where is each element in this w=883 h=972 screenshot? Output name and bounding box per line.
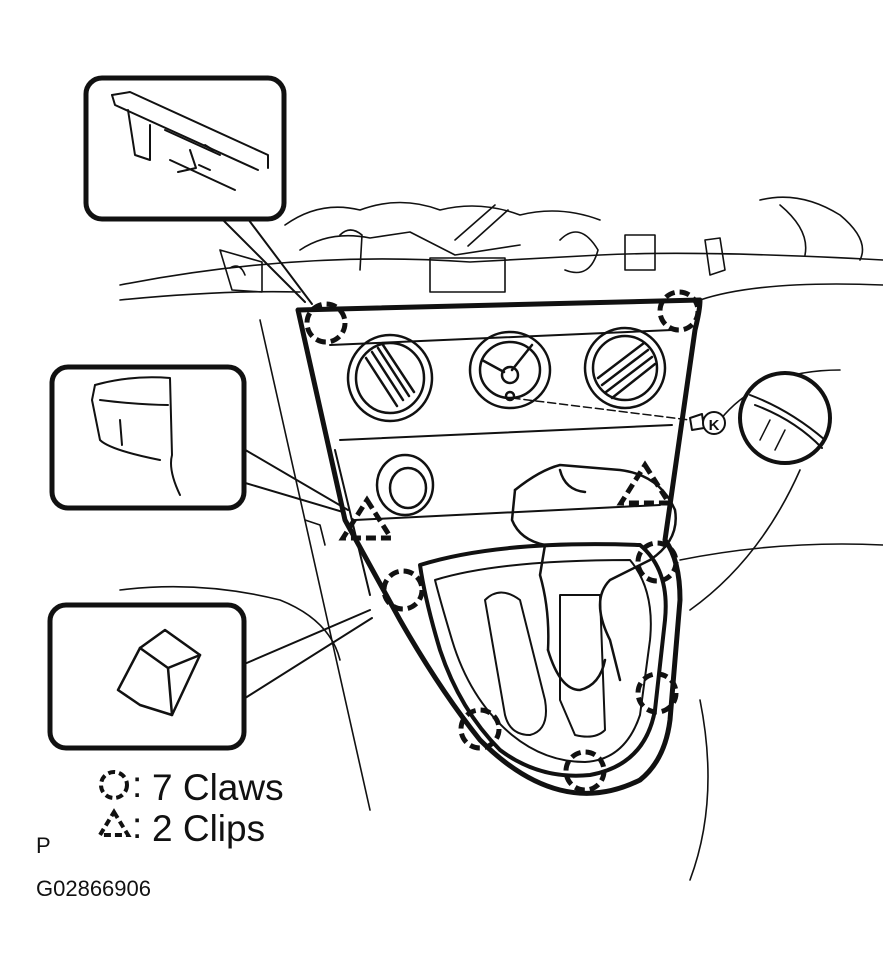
legend-clips-label: 2 Clips [152, 808, 265, 849]
screw-k-label: K [709, 417, 720, 434]
detail-inset-bottom [47, 602, 373, 751]
clip-marker [616, 460, 674, 506]
detail-inset-top [83, 75, 313, 305]
clip-legend-icon [96, 808, 132, 837]
claw-marker [563, 749, 607, 793]
claw-marker [304, 301, 348, 345]
claw-marker [458, 707, 502, 751]
heater-dial-center [468, 330, 552, 410]
rear-defogger-switch [375, 453, 435, 517]
detail-magnifier-circle [738, 371, 832, 465]
claw-marker [381, 568, 425, 612]
heater-dial-left [346, 333, 434, 423]
shift-lever-with-hand [510, 463, 677, 692]
detail-inset-middle [49, 364, 349, 513]
claw-legend-icon [99, 770, 129, 800]
legend: : 7 Claws : 2 Clips [96, 764, 284, 849]
figure-id: G02866906 [36, 876, 151, 901]
claw-marker [635, 540, 679, 584]
clip-markers [338, 460, 674, 541]
heater-dial-right [583, 326, 667, 410]
screw-k-icon [702, 411, 726, 435]
view-letter: P [36, 833, 51, 858]
center-cluster-panel [295, 297, 703, 796]
legend-claws-label: 7 Claws [152, 767, 284, 808]
claw-marker [657, 289, 701, 333]
clip-marker [338, 495, 396, 541]
claw-marker [635, 671, 679, 715]
screw-k-callout: K [511, 397, 726, 435]
claw-markers [304, 289, 701, 793]
dashboard-background [119, 196, 883, 881]
legend-colon-claws: : [132, 764, 142, 805]
legend-colon-clips: : [132, 805, 142, 846]
